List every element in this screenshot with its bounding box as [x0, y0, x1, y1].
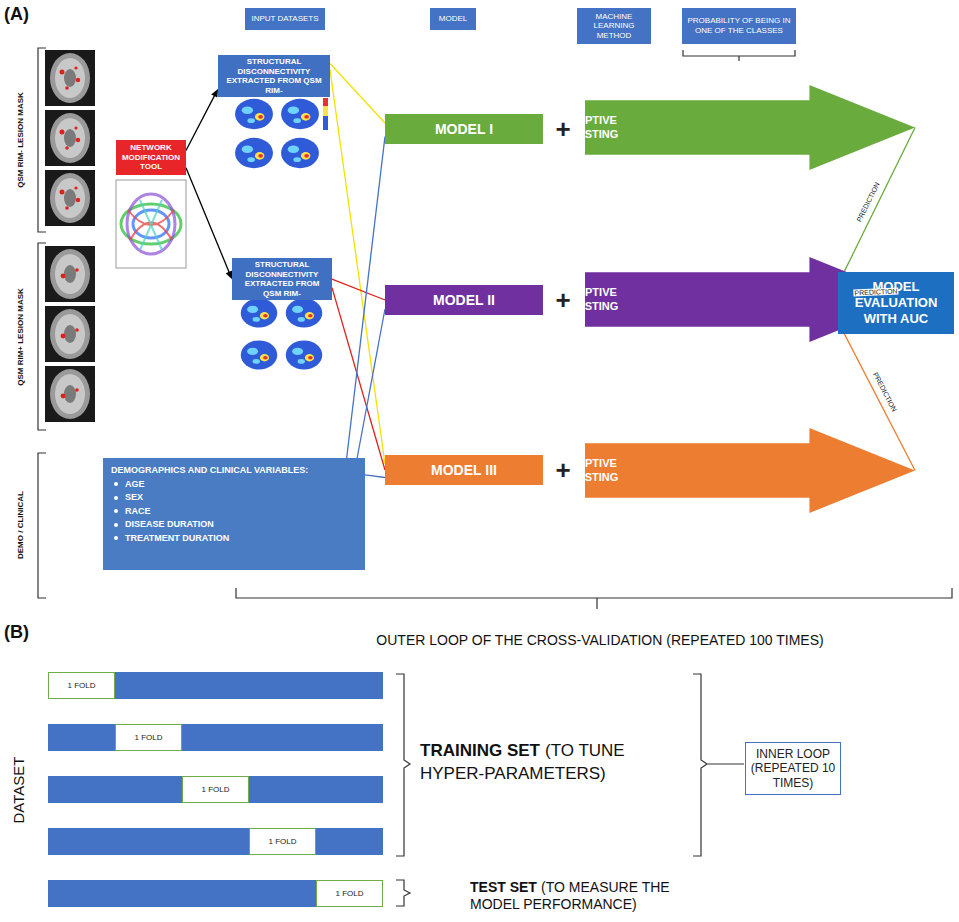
model-box: MODEL III — [385, 455, 543, 485]
list-item: TREATMENT DURATION — [111, 532, 357, 546]
text-group: TEST SET(TO MEASURE THE MODEL PERFORMANC… — [470, 879, 685, 913]
connector — [186, 89, 218, 151]
dataset-box: STRUCTURAL DISCONNECTIVITY EXTRACTED FRO… — [218, 55, 330, 97]
node-text: 1 FOLD — [134, 733, 162, 742]
fold-box: 1 FOLD — [48, 672, 115, 699]
node-text: STRUCTURAL DISCONNECTIVITY EXTRACTED FRO… — [221, 57, 327, 95]
connector-line — [186, 168, 229, 273]
dataset-bars — [48, 672, 383, 907]
node-text: MODEL I — [435, 121, 493, 137]
node-text: MODEL II — [433, 292, 495, 308]
fold-box: 1 FOLD — [316, 880, 383, 907]
bullet-dot — [114, 523, 118, 527]
connector-line — [332, 279, 385, 300]
header-box: MODEL — [430, 8, 476, 30]
connector — [347, 137, 385, 459]
connector-line — [332, 288, 385, 470]
connector-line — [330, 70, 385, 464]
connector — [332, 279, 385, 300]
connector — [186, 168, 232, 279]
bullet-dot — [114, 482, 118, 486]
edge-label: PREDICTION — [855, 180, 881, 224]
set-title: TEST SET — [470, 879, 537, 895]
fold-box: 1 FOLD — [115, 724, 182, 751]
bullet-dot — [114, 496, 118, 500]
node-text: NETWORK MODIFICATION TOOL — [119, 143, 183, 172]
list-item: RACE — [111, 505, 357, 519]
node-text: STRUCTURAL DISCONNECTIVITY EXTRACTED FRO… — [235, 260, 329, 298]
node-text: DEMOGRAPHICS AND CLINICAL VARIABLES: — [111, 464, 357, 478]
list-item: AGE — [111, 478, 357, 492]
plus-sign: + — [555, 114, 570, 145]
plus-sign: + — [555, 285, 570, 316]
node-text: MODEL III — [431, 462, 497, 478]
evaluation-box: MODEL EVALUATION WITH AUC — [838, 272, 954, 334]
clinical-box: DEMOGRAPHICS AND CLINICAL VARIABLES:AGES… — [103, 458, 365, 570]
header-box: INPUT DATASETS — [245, 8, 325, 30]
lesion-mask-images — [45, 50, 95, 422]
arrowhead — [211, 89, 218, 98]
method-arrow: ADAPTIVE BOOSTING — [585, 85, 915, 170]
node-text: INNER LOOP (REPEATED 10 TIMES) — [750, 747, 836, 790]
arrow-shape — [585, 428, 915, 513]
side-label: QSM RIM- LESION MASK — [16, 92, 25, 188]
text-group: TRAINING SET(TO TUNE HYPER-PARAMETERS) — [420, 740, 665, 786]
side-label: QSM RIM+ LESION MASK — [16, 288, 25, 386]
node-text: INPUT DATASETS — [251, 14, 318, 24]
node-text: MACHINE LEARNING METHOD — [580, 12, 648, 41]
side-label: DEMO / CLINICAL — [16, 491, 25, 559]
node-text: 1 FOLD — [268, 837, 296, 846]
connector — [330, 63, 385, 123]
connector-line — [330, 63, 385, 123]
disconnectivity-maps — [235, 98, 328, 370]
node-text: 1 FOLD — [335, 889, 363, 898]
arrow-shape — [585, 85, 915, 170]
arrow-fill — [585, 428, 915, 513]
brackets — [38, 48, 952, 906]
header-box: MACHINE LEARNING METHOD — [577, 8, 651, 44]
list-item: DISEASE DURATION — [111, 518, 357, 532]
method-arrow: ADAPTIVE BOOSTING — [585, 428, 915, 513]
panel-label: (B) — [4, 622, 29, 643]
connector — [357, 309, 385, 458]
model-box: MODEL I — [385, 114, 543, 144]
list-item: SEX — [111, 491, 357, 505]
connector-line — [347, 137, 385, 459]
connector-line — [186, 95, 215, 150]
connector — [332, 288, 385, 470]
bullet-dot — [114, 509, 118, 513]
bullet-dot — [114, 536, 118, 540]
tool-box: NETWORK MODIFICATION TOOL — [116, 140, 186, 175]
node-text: 1 FOLD — [67, 681, 95, 690]
node-text: PROBABILITY OF BEING IN ONE OF THE CLASS… — [685, 16, 793, 35]
connector-line — [357, 309, 385, 458]
side-label: DATASET — [10, 757, 27, 824]
model-box: MODEL II — [385, 285, 543, 315]
fold-box: 1 FOLD — [249, 828, 316, 855]
connector — [330, 70, 385, 464]
connector — [365, 475, 385, 478]
node-text: MODEL EVALUATION WITH AUC — [842, 279, 950, 328]
fold-box: 1 FOLD — [182, 776, 249, 803]
arrow-fill — [585, 85, 915, 170]
plus-sign: + — [555, 455, 570, 486]
node-text: MODEL — [439, 14, 467, 24]
dataset-box: STRUCTURAL DISCONNECTIVITY EXTRACTED FRO… — [232, 258, 332, 300]
edge-label: PREDICTION — [871, 370, 898, 413]
section-title: OUTER LOOP OF THE CROSS-VALIDATION (REPE… — [376, 632, 823, 648]
panel-label: (A) — [4, 4, 29, 25]
tractography-image — [116, 180, 186, 268]
header-box: PROBABILITY OF BEING IN ONE OF THE CLASS… — [682, 8, 796, 44]
connector-line — [365, 475, 385, 478]
node-text: 1 FOLD — [201, 785, 229, 794]
inner-loop-box: INNER LOOP (REPEATED 10 TIMES) — [745, 742, 841, 795]
set-title: TRAINING SET — [420, 741, 540, 760]
